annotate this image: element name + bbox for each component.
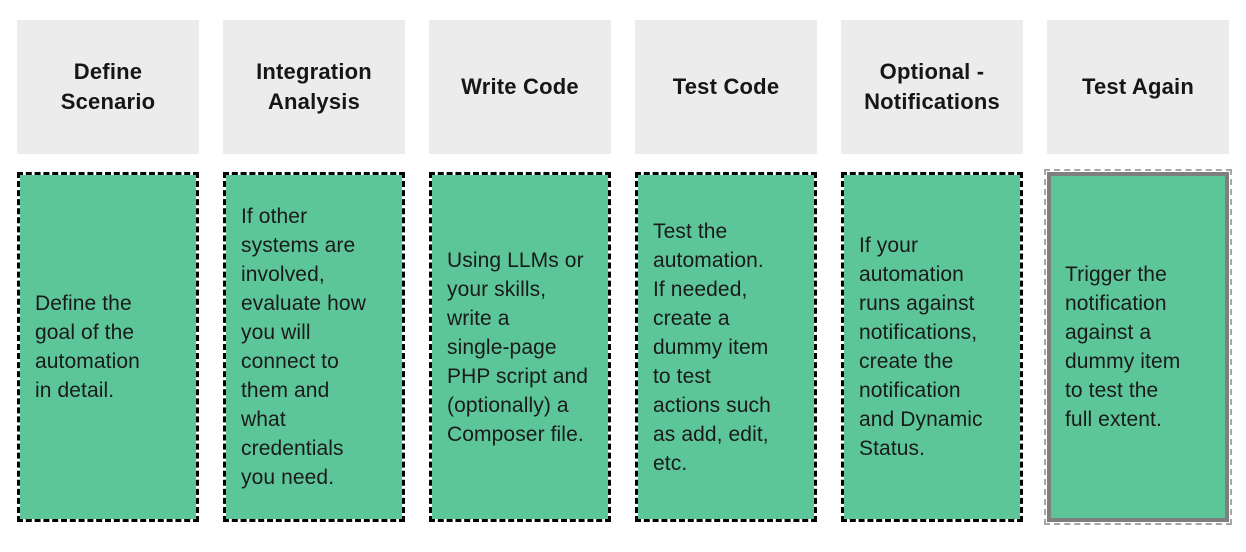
- step-card-write-code[interactable]: Using LLMs or your skills, write a singl…: [429, 172, 611, 522]
- step-header-integration-analysis[interactable]: Integration Analysis: [223, 20, 405, 154]
- step-column-test-code: Test Code Test the automation. If needed…: [635, 20, 817, 552]
- step-card-integration-analysis[interactable]: If other systems are involved, evaluate …: [223, 172, 405, 522]
- step-header-test-again[interactable]: Test Again: [1047, 20, 1229, 154]
- step-header-optional-notifications[interactable]: Optional - Notifications: [841, 20, 1023, 154]
- step-card-define-scenario[interactable]: Define the goal of the automation in det…: [17, 172, 199, 522]
- step-card-optional-notifications[interactable]: If your automation runs against notifica…: [841, 172, 1023, 522]
- step-card-test-again-selected[interactable]: Trigger the notification against a dummy…: [1044, 169, 1232, 525]
- step-column-write-code: Write Code Using LLMs or your skills, wr…: [429, 20, 611, 552]
- step-column-integration-analysis: Integration Analysis If other systems ar…: [223, 20, 405, 552]
- step-header-write-code[interactable]: Write Code: [429, 20, 611, 154]
- step-column-test-again: Test Again Trigger the notification agai…: [1044, 20, 1232, 552]
- step-header-test-code[interactable]: Test Code: [635, 20, 817, 154]
- step-header-define-scenario[interactable]: Define Scenario: [17, 20, 199, 154]
- step-card-test-code[interactable]: Test the automation. If needed, create a…: [635, 172, 817, 522]
- step-column-define-scenario: Define Scenario Define the goal of the a…: [17, 20, 199, 552]
- step-column-optional-notifications: Optional - Notifications If your automat…: [841, 20, 1023, 552]
